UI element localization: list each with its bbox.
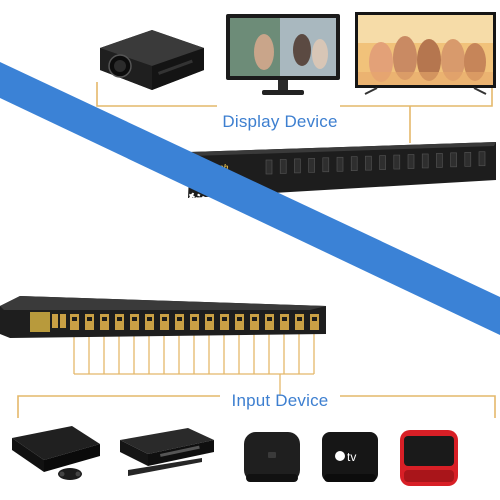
- red-device-icon: [400, 430, 458, 486]
- front-port: [265, 159, 273, 175]
- tv-icon: [355, 12, 496, 95]
- rear-port: [190, 314, 199, 330]
- rear-port: [85, 314, 94, 330]
- rear-port-slot: [312, 317, 317, 321]
- rear-port-slot: [177, 317, 182, 321]
- front-port: [421, 153, 429, 169]
- apple-tv-icon: tv: [322, 432, 378, 482]
- front-port: [350, 156, 358, 172]
- front-port: [279, 159, 287, 174]
- front-port: [308, 158, 315, 173]
- front-port: [365, 155, 372, 171]
- front-port: [379, 155, 386, 170]
- apple-tv-text: tv: [347, 450, 356, 464]
- rear-port: [175, 314, 184, 330]
- rear-port: [115, 314, 124, 330]
- rear-port-slot: [297, 317, 302, 321]
- rear-port-slot: [162, 317, 167, 321]
- rear-port: [235, 314, 244, 330]
- rear-port-slot: [102, 317, 107, 321]
- rear-port: [220, 314, 229, 330]
- kvm-switch-front: MiniTech 16 HDMI KVM SWITCH: [188, 142, 496, 198]
- rear-port-slot: [132, 317, 137, 321]
- rear-port-slot: [282, 317, 287, 321]
- front-port: [478, 151, 486, 167]
- front-port: [436, 153, 443, 168]
- projector-icon: [100, 30, 204, 90]
- rear-port-slot: [72, 317, 77, 321]
- streaming-box-icon: [244, 432, 300, 482]
- front-port: [322, 157, 330, 173]
- front-port: [464, 152, 472, 167]
- game-console-icon: [12, 426, 100, 480]
- rear-port-slot: [207, 317, 212, 321]
- rear-port: [265, 314, 274, 330]
- rear-port: [100, 314, 109, 330]
- kvm-switch-rear: [0, 296, 326, 338]
- rear-port: [70, 314, 79, 330]
- front-port: [407, 154, 415, 169]
- front-port: [336, 156, 344, 172]
- rear-port: [130, 314, 139, 330]
- rear-port-slot: [237, 317, 242, 321]
- display-device-label: Display Device: [222, 112, 338, 131]
- rear-port-slot: [222, 317, 227, 321]
- rear-port: [280, 314, 289, 330]
- rear-port: [310, 314, 319, 330]
- front-port: [450, 152, 457, 168]
- rear-port-slot: [267, 317, 272, 321]
- rear-port-slot: [117, 317, 122, 321]
- rear-port-slot: [87, 317, 92, 321]
- rear-port: [295, 314, 304, 330]
- rear-port-slot: [192, 317, 197, 321]
- rear-port-slot: [252, 317, 257, 321]
- rear-port: [145, 314, 154, 330]
- rear-port: [205, 314, 214, 330]
- rear-port: [250, 314, 259, 330]
- front-port: [393, 154, 401, 170]
- rear-port-slot: [147, 317, 152, 321]
- rear-port: [160, 314, 169, 330]
- front-port: [294, 158, 301, 174]
- input-device-label: Input Device: [231, 391, 329, 410]
- media-player-icon: [120, 428, 214, 476]
- monitor-icon: [226, 14, 340, 95]
